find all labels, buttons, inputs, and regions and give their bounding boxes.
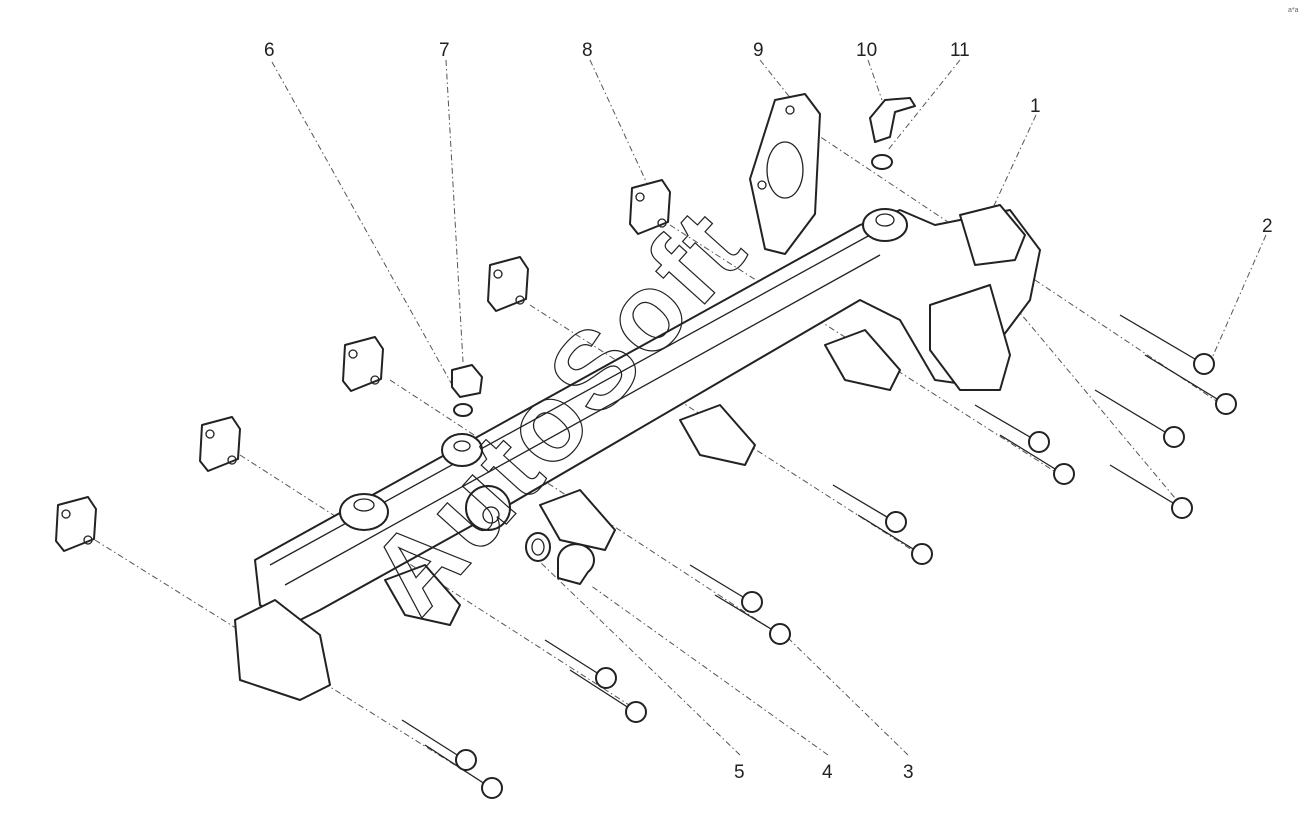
bolt	[1119, 314, 1215, 375]
bolt	[999, 434, 1075, 485]
bolt	[544, 639, 617, 689]
gasket-group	[55, 93, 821, 552]
callout-labels: 6 7 8 9 10 11 1 2 3 4 5	[264, 40, 1273, 783]
bolt	[424, 744, 503, 799]
bolt-group	[401, 314, 1237, 799]
callout-5: 5	[734, 762, 745, 783]
callout-3: 3	[903, 762, 914, 783]
bolt	[1094, 389, 1185, 448]
callout-8: 8	[582, 40, 593, 61]
bolt	[1109, 464, 1193, 519]
manifold-body	[234, 204, 1041, 701]
corner-mark: a*a	[1288, 7, 1299, 14]
bolt	[401, 719, 477, 771]
bolt	[832, 484, 907, 533]
bolt	[857, 514, 933, 565]
small-parts	[451, 97, 916, 585]
callout-10: 10	[856, 40, 877, 61]
bolt	[974, 404, 1050, 453]
callout-4: 4	[822, 762, 833, 783]
callout-1: 1	[1030, 96, 1041, 117]
callout-9: 9	[753, 40, 764, 61]
bolt	[714, 594, 791, 645]
bolt	[569, 669, 647, 723]
callout-6: 6	[264, 40, 275, 61]
bolt	[689, 564, 763, 613]
callout-7: 7	[439, 40, 450, 61]
bolt	[1144, 354, 1237, 415]
callout-11: 11	[950, 40, 970, 61]
callout-2: 2	[1262, 216, 1273, 237]
